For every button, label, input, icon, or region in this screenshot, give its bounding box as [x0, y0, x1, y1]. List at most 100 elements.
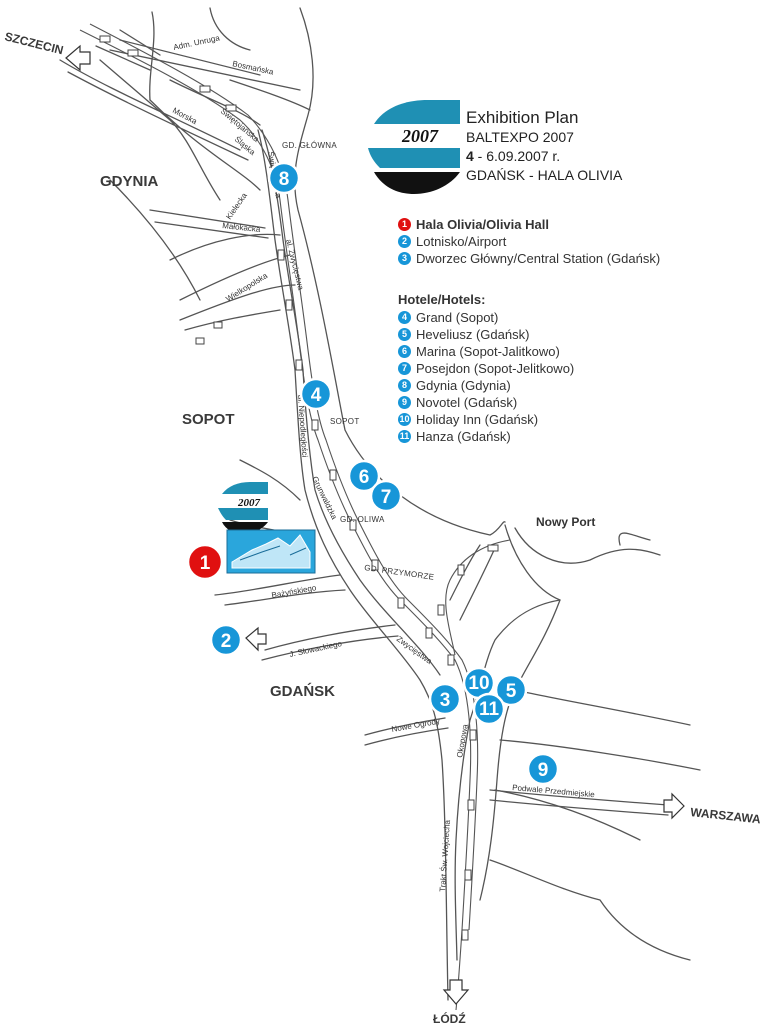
legend-bullet: 10 — [398, 413, 411, 426]
marker-11[interactable]: 11 — [472, 692, 506, 726]
legend-label: Lotnisko/Airport — [416, 234, 507, 249]
legend-label: Heveliusz (Gdańsk) — [416, 327, 530, 342]
svg-text:11: 11 — [479, 699, 500, 720]
legend-bullet: 7 — [398, 362, 411, 375]
legend-bullet: 1 — [398, 218, 411, 231]
svg-text:8: 8 — [279, 169, 290, 190]
street-okopowa: Okopowa — [455, 723, 470, 758]
marker-5[interactable]: 5 — [494, 673, 528, 707]
marker-3[interactable]: 3 — [428, 682, 462, 716]
railway-branch — [445, 539, 511, 656]
road-gdynia-2 — [109, 179, 291, 301]
info-date-rest: - 6.09.2007 r. — [473, 148, 561, 164]
info-event: BALTEXPO 2007 — [466, 129, 574, 145]
hala-olivia-building — [226, 529, 316, 574]
marker-6[interactable]: 6 — [347, 459, 381, 493]
road-gdynia-3 — [179, 79, 311, 331]
street-unruga: Adm. Unruga — [173, 33, 222, 52]
river-branch — [489, 689, 701, 961]
arrow-airport-icon — [245, 626, 267, 652]
legend-bullet: 5 — [398, 328, 411, 341]
railway-line — [79, 29, 472, 1011]
main-road — [257, 129, 449, 1001]
info-date-day: 4 — [466, 148, 474, 164]
station-sopot: SOPOT — [330, 417, 360, 426]
legend-label: Grand (Sopot) — [416, 310, 499, 325]
legend-item: 11 Hanza (Gdańsk) — [398, 428, 728, 445]
street-wojciecha: Trakt Św. Wojciecha — [438, 819, 452, 892]
rail-boxes — [99, 35, 499, 941]
legend-bullet: 2 — [398, 235, 411, 248]
station-glowna: GD. GŁÓWNA — [282, 141, 337, 150]
legend-label: Posejdon (Sopot-Jelitkowo) — [416, 361, 575, 376]
info-title: Exhibition Plan — [466, 108, 579, 127]
baltexpo-logo-small: 2007 — [218, 482, 268, 534]
exhibition-info: Exhibition Plan BALTEXPO 2007 4 - 6.09.2… — [466, 108, 726, 185]
marker-1[interactable]: 1 — [186, 543, 224, 581]
marker-10[interactable]: 10 — [462, 666, 496, 700]
legend-hotels-header: Hotele/Hotels: — [398, 292, 486, 307]
railway-line-2 — [89, 23, 479, 931]
label-gdansk: GDAŃSK — [270, 683, 335, 700]
marker-9[interactable]: 9 — [526, 752, 560, 786]
svg-text:6: 6 — [359, 467, 370, 488]
road-nowe-ogrody — [364, 717, 449, 746]
info-date: 4 - 6.09.2007 r. — [466, 147, 726, 166]
legend-item: 10 Holiday Inn (Gdańsk) — [398, 411, 728, 428]
svg-text:4: 4 — [311, 385, 322, 406]
svg-text:7: 7 — [381, 487, 392, 508]
road-slowackiego — [261, 624, 399, 661]
road-gdynia — [59, 39, 301, 201]
road-port — [449, 544, 496, 621]
label-sopot: SOPOT — [182, 411, 235, 428]
legend-item: 2 Lotnisko/Airport — [398, 233, 728, 250]
svg-text:2: 2 — [221, 631, 232, 652]
street-niepodleglosci: al. Niepodległości — [296, 395, 309, 458]
legend-bullet: 8 — [398, 379, 411, 392]
legend-label: Dworzec Główny/Central Station (Gdańsk) — [416, 251, 661, 266]
marker-4[interactable]: 4 — [299, 377, 333, 411]
coastline-gdynia-port — [95, 7, 251, 71]
arrow-szczecin-icon — [65, 44, 91, 72]
label-lodz: ŁÓDŹ — [433, 1011, 466, 1026]
legend-label: Hanza (Gdańsk) — [416, 429, 511, 444]
legend-bullet: 11 — [398, 430, 411, 443]
legend-item: 4 Grand (Sopot) — [398, 309, 728, 326]
label-szczecin: SZCZECIN — [3, 29, 65, 57]
marker-7[interactable]: 7 — [369, 479, 403, 513]
marker-8[interactable]: 8 — [267, 161, 301, 195]
map-legend: 1 Hala Olivia/Olivia Hall 2 Lotnisko/Airpo… — [398, 216, 728, 445]
info-place: GDAŃSK - HALA OLIVIA — [466, 167, 623, 183]
road-podwale — [489, 789, 669, 816]
svg-text:3: 3 — [440, 690, 451, 711]
label-nowy-port: Nowy Port — [536, 515, 595, 529]
svg-text:5: 5 — [506, 681, 517, 702]
legend-bullet: 6 — [398, 345, 411, 358]
label-gdynia: GDYNIA — [100, 173, 159, 190]
street-nowe-ogrody: Nowe Ogrody — [391, 717, 441, 734]
legend-label: Novotel (Gdańsk) — [416, 395, 518, 410]
svg-text:10: 10 — [468, 673, 489, 694]
legend-item: 5 Heveliusz (Gdańsk) — [398, 326, 728, 343]
street-bosmanska: Bosmańska — [232, 59, 275, 77]
legend-bullet: 9 — [398, 396, 411, 409]
street-grunwaldzka: Grunwaldzka — [310, 475, 339, 521]
arrow-warszawa-icon — [663, 792, 685, 820]
legend-item: 1 Hala Olivia/Olivia Hall — [398, 216, 728, 233]
svg-text:9: 9 — [538, 760, 549, 781]
svg-text:2007: 2007 — [401, 126, 439, 146]
main-road-2 — [261, 129, 441, 676]
street-malokacka: Małokacka — [222, 221, 262, 234]
arrow-lodz-icon — [442, 979, 470, 1005]
legend-item: 7 Posejdon (Sopot-Jelitkowo) — [398, 360, 728, 377]
marker-2[interactable]: 2 — [209, 623, 243, 657]
svg-text:1: 1 — [200, 553, 211, 574]
legend-item: 9 Novotel (Gdańsk) — [398, 394, 728, 411]
legend-bullet: 4 — [398, 311, 411, 324]
legend-label: Hala Olivia/Olivia Hall — [416, 217, 549, 232]
legend-label: Holiday Inn (Gdańsk) — [416, 412, 539, 427]
